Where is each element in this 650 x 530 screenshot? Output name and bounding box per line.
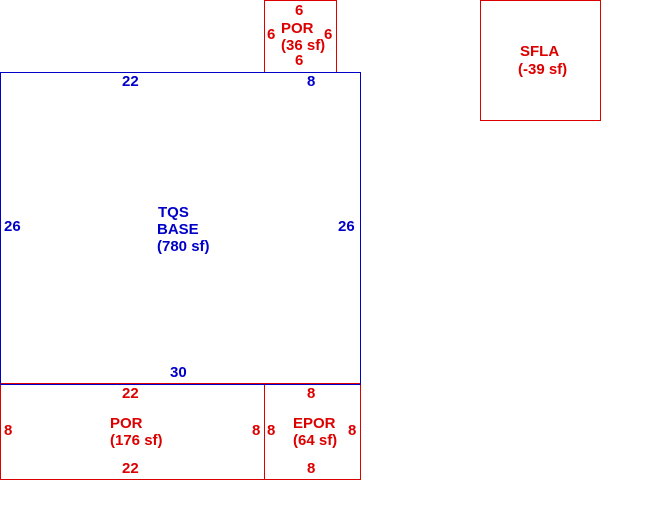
- epor-dim-right: 8: [348, 422, 357, 439]
- base-dim-top-right: 8: [307, 73, 316, 90]
- por-bottom-dim-bottom: 22: [122, 460, 139, 477]
- epor-dim-bottom: 8: [307, 460, 316, 477]
- sfla-area-label: (-39 sf): [518, 61, 568, 78]
- por-top-dim-bottom: 6: [295, 52, 304, 69]
- por-bottom-name: POR: [110, 415, 143, 432]
- por-bottom-dim-left: 8: [4, 422, 13, 439]
- por-bottom-dim-top: 22: [122, 385, 139, 402]
- por-top-dim-right: 6: [324, 26, 333, 43]
- base-dim-bottom: 30: [170, 364, 187, 381]
- base-area: [0, 72, 361, 385]
- sfla-name: SFLA: [520, 43, 560, 60]
- sfla-area: [480, 0, 601, 121]
- por-bottom-dim-right: 8: [252, 422, 261, 439]
- base-code: TQS: [158, 204, 189, 221]
- epor-area-label: (64 sf): [293, 432, 338, 449]
- por-top-area-label: (36 sf): [281, 37, 326, 54]
- base-dim-left: 26: [4, 218, 21, 235]
- base-area-label: (780 sf): [157, 238, 210, 255]
- por-bottom-area-label: (176 sf): [110, 432, 163, 449]
- base-dim-top: 22: [122, 73, 139, 90]
- epor-dim-top: 8: [307, 385, 316, 402]
- epor-name: EPOR: [293, 415, 336, 432]
- epor-area: [264, 383, 361, 480]
- por-top-name: POR: [281, 20, 314, 37]
- epor-dim-left: 8: [267, 422, 276, 439]
- base-dim-right: 26: [338, 218, 355, 235]
- por-top-dim-top: 6: [295, 2, 304, 19]
- base-name: BASE: [157, 221, 199, 238]
- por-top-dim-left: 6: [267, 26, 276, 43]
